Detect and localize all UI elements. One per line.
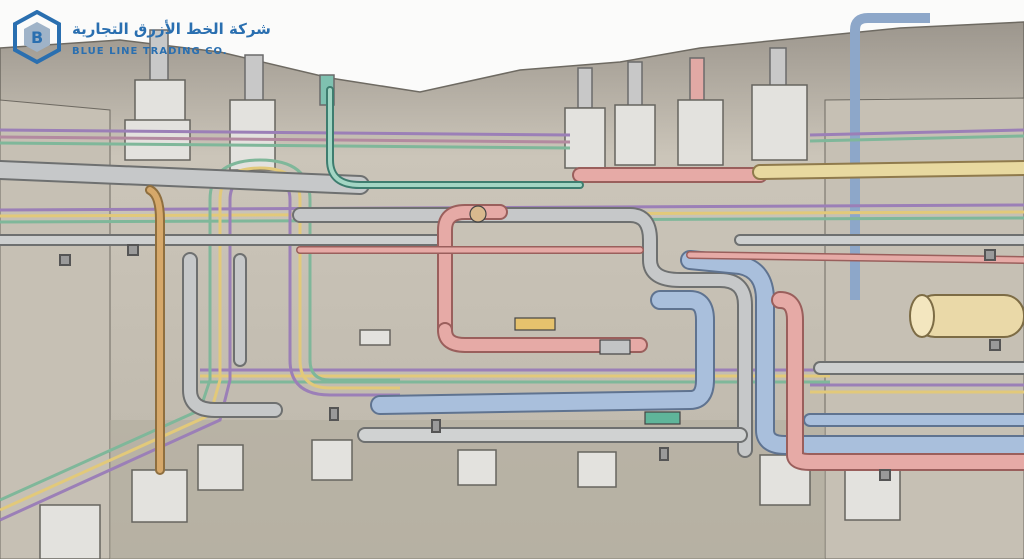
cylindrical-tank [909,294,1024,338]
logo-english-name: BLUE LINE TRADING CO. [72,46,228,57]
logo-arabic-name: شركة الخط الأزرق التجارية [72,20,271,38]
pink-pipes [296,167,1024,471]
valves [469,205,681,425]
company-logo: B شركة الخط الأزرق التجارية BLUE LINE TR… [12,10,271,70]
pipe-supports [59,244,1001,481]
blue-pipes [370,250,1024,455]
concrete-boxes [39,79,901,559]
yellow-pipes [145,86,1024,475]
trench-floor [110,420,825,559]
company-logo-icon: B [13,10,61,65]
svg-text:B: B [31,28,43,47]
grey-pipes [0,160,1024,458]
